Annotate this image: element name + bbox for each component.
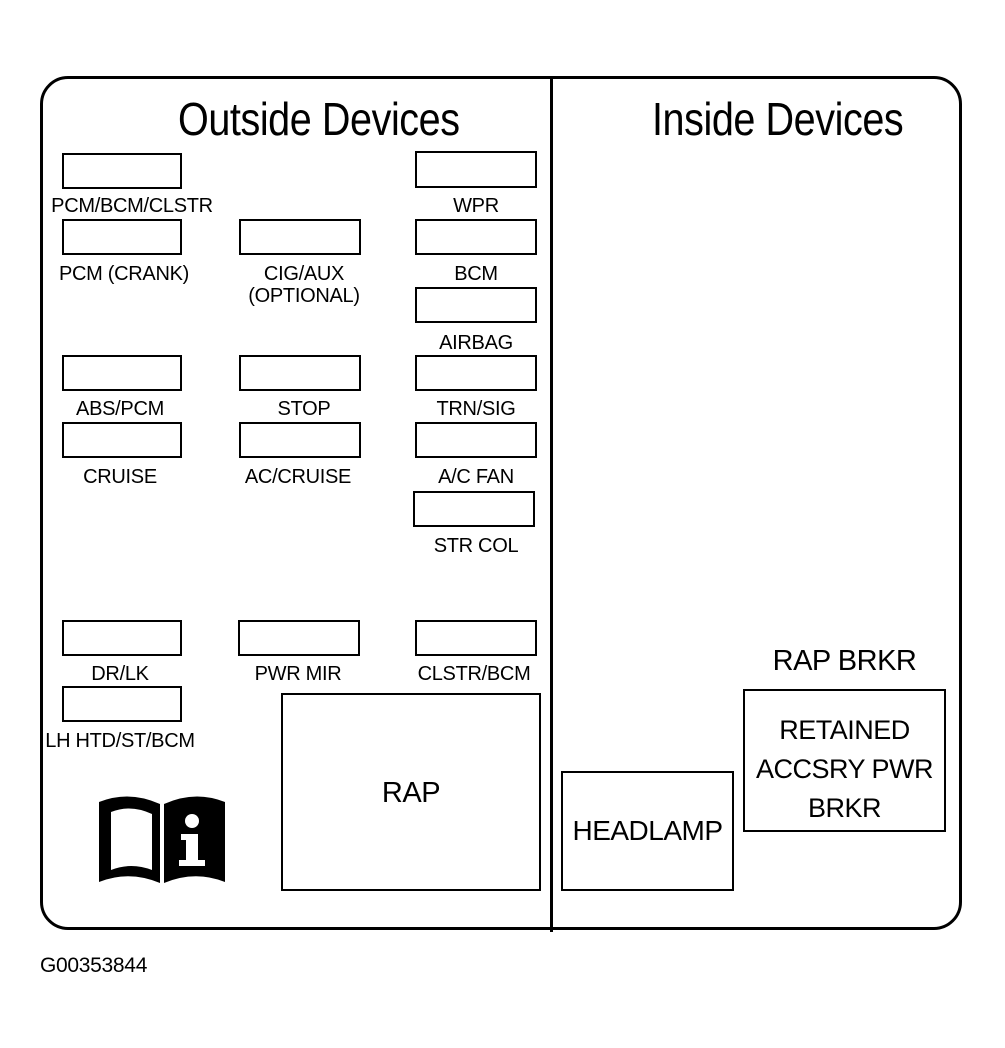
fuse-label-cruise: CRUISE (83, 466, 157, 488)
rap-relay-label: RAP (381, 777, 441, 809)
retained-accessory-power-breaker-box (743, 689, 946, 832)
fuse-abs-pcm (62, 355, 182, 391)
fuse-cig-aux (239, 219, 361, 255)
retained-accessory-power-breaker-label: RETAINED ACCSRY PWR BRKR (755, 715, 934, 823)
fuse-pwr-mir (238, 620, 360, 656)
fuse-trn-sig (415, 355, 537, 391)
figure-code: G00353844 (40, 954, 148, 977)
fuse-label-airbag: AIRBAG (439, 332, 513, 354)
fuse-label-ac-fan: A/C FAN (438, 466, 514, 488)
fuse-airbag (415, 287, 537, 323)
fuse-label-cig-aux: CIG/AUX (OPTIONAL) (248, 263, 360, 307)
fuse-label-pcm-bcm-clstr: PCM/BCM/CLSTR (51, 195, 213, 217)
fuse-label-stop: STOP (277, 398, 331, 420)
outside-devices-heading: Outside Devices (178, 93, 460, 145)
fuse-label-ac-cruise: AC/CRUISE (244, 466, 352, 488)
fuse-wpr (415, 151, 537, 188)
fuse-bcm (415, 219, 537, 255)
fuse-pcm-crank (62, 219, 182, 255)
fuse-label-pwr-mir: PWR MIR (254, 663, 342, 685)
rap-relay-box (281, 693, 541, 891)
fuse-str-col (413, 491, 535, 527)
fuse-label-abs-pcm: ABS/PCM (76, 398, 164, 420)
panel-divider (550, 76, 553, 932)
fuse-label-dr-lk: DR/LK (91, 663, 149, 685)
fuse-label-wpr: WPR (453, 195, 499, 217)
fuse-panel-outline (40, 76, 962, 930)
fuse-pcm-bcm-clstr (62, 153, 182, 189)
fuse-clstr-bcm (415, 620, 537, 656)
fuse-label-trn-sig: TRN/SIG (436, 398, 516, 420)
rap-breaker-title: RAP BRKR (772, 645, 917, 677)
fuse-label-bcm: BCM (454, 263, 498, 285)
fuse-label-str-col: STR COL (433, 535, 519, 557)
headlamp-relay-label: HEADLAMP (572, 815, 723, 846)
owner-manual-info-icon (99, 796, 225, 883)
inside-devices-heading: Inside Devices (652, 93, 904, 145)
fuse-stop (239, 355, 361, 391)
fuse-label-clstr-bcm: CLSTR/BCM (417, 663, 531, 685)
fuse-ac-cruise (239, 422, 361, 458)
fuse-dr-lk (62, 620, 182, 656)
fuse-ac-fan (415, 422, 537, 458)
headlamp-relay-box (561, 771, 734, 891)
fuse-label-lh-htd-st-bcm: LH HTD/ST/BCM (45, 730, 195, 752)
fuse-cruise (62, 422, 182, 458)
fuse-lh-htd-st-bcm (62, 686, 182, 722)
fuse-label-pcm-crank: PCM (CRANK) (58, 263, 190, 285)
